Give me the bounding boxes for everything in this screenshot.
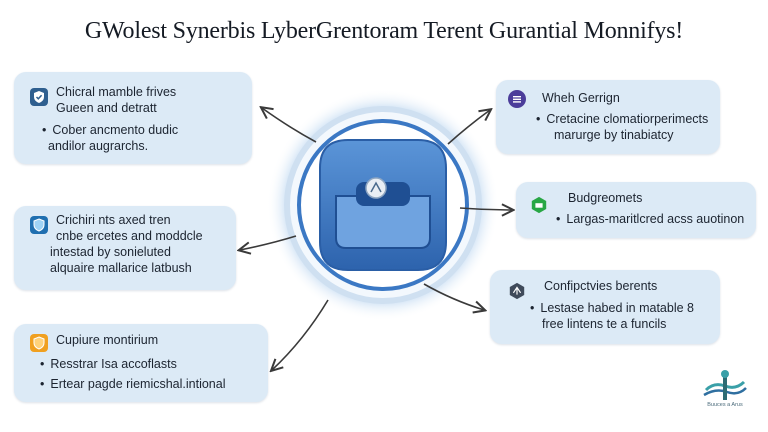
card-mid-left-line2: cnbe ercetes and moddcle — [56, 229, 203, 243]
arrow-mid-left — [240, 235, 297, 250]
network-icon — [508, 282, 526, 300]
card-top-right-bullet1: Cretacine clomatiorperimects — [536, 111, 708, 128]
card-top-left-line2: Gueen and detratt — [56, 101, 157, 115]
card-bottom-right: Confipctvies berents Lestase habed in ma… — [490, 270, 720, 344]
diagram-title: GWolest Synerbis LyberGrentoram Terent G… — [84, 18, 684, 44]
list-icon — [508, 90, 526, 108]
shield-orange-icon — [30, 334, 48, 352]
card-bottom-right-bullet1: Lestase habed in matable 8 — [530, 300, 694, 317]
card-bottom-left: Cupiure montirium Resstrar Isa accoflast… — [14, 324, 268, 402]
arrow-mid-right — [459, 208, 512, 210]
card-top-left-bullet1: Cober ancmento dudic — [42, 122, 178, 139]
shield-check-icon — [30, 88, 48, 106]
arrow-bottom-left — [272, 299, 329, 370]
card-mid-right: Budgreomets Largas-maritlcred acss auoti… — [516, 182, 756, 238]
card-top-left-bullet1-cont: andilor augrarchs. — [48, 139, 149, 153]
card-top-right-heading: Wheh Gerrign — [542, 91, 620, 105]
card-bottom-left-heading: Cupiure montirium — [56, 333, 159, 347]
card-mid-right-heading: Budgreomets — [568, 191, 643, 205]
hub-badge — [365, 177, 387, 199]
logo-caption: Buuces a Arus — [707, 402, 743, 408]
hexagon-icon — [530, 196, 548, 214]
card-top-left: Chicral mamble frives Gueen and detratt … — [14, 72, 252, 164]
card-top-left-line1: Chicral mamble frives — [56, 85, 177, 99]
card-mid-left-line4: alquaire mallarice latbush — [50, 261, 192, 275]
card-mid-left: Crichiri nts axed tren cnbe ercetes and … — [14, 206, 236, 290]
card-mid-left-line3: intestad by sonieluted — [50, 245, 171, 259]
arrow-top-right — [447, 110, 490, 145]
card-bottom-right-heading: Confipctvies berents — [544, 279, 658, 293]
card-top-right: Wheh Gerrign Cretacine clomatiorperimect… — [496, 80, 720, 154]
card-bottom-left-bullet1: Resstrar Isa accoflasts — [40, 356, 176, 373]
arrow-top-left — [262, 108, 317, 143]
card-bottom-right-bullet1-cont: free lintens te a funcils — [542, 317, 667, 331]
arrow-bottom-right — [423, 283, 484, 310]
card-mid-right-bullet1: Largas-maritlcred acss auotinon — [556, 211, 744, 228]
shield-icon — [30, 216, 48, 234]
hub-badge-mark — [370, 181, 382, 193]
card-bottom-left-bullet2: Ertear pagde riemicshal.intional — [40, 376, 225, 393]
card-mid-left-line1: Crichiri nts axed tren — [56, 213, 171, 227]
brand-logo-icon — [703, 370, 747, 400]
card-top-right-bullet1-cont: marurge by tinabiatcy — [554, 128, 674, 142]
